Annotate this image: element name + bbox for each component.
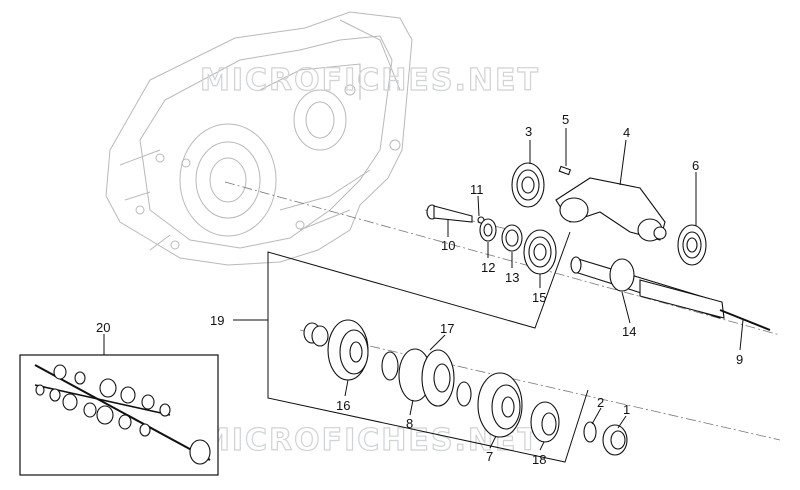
part-1-needle-bearing	[602, 424, 628, 456]
label-13: 13	[505, 270, 519, 285]
part-7-gear	[477, 372, 523, 438]
part-circlip-left	[381, 351, 399, 381]
leader-lines	[344, 128, 744, 451]
part-10-bolt	[426, 204, 473, 223]
label-3: 3	[525, 124, 532, 139]
label-14: 14	[622, 324, 636, 339]
label-11: 11	[470, 182, 484, 197]
inset-shaft-assembly	[34, 364, 211, 465]
part-12-washer	[479, 218, 497, 242]
label-12: 12	[481, 260, 495, 275]
label-16: 16	[336, 398, 350, 413]
part-18-gear	[530, 401, 560, 443]
axis-line-lower	[299, 329, 781, 441]
part-circlip-right	[456, 381, 472, 407]
group-19-frame	[267, 231, 589, 463]
label-6: 6	[692, 158, 699, 173]
part-3-ball-bearing	[511, 162, 545, 208]
label-10: 10	[441, 238, 455, 253]
watermark-bottom: MICROFICHES.NET	[200, 423, 540, 458]
part-2-circlip	[583, 421, 597, 443]
label-2: 2	[597, 395, 604, 410]
label-17: 17	[440, 321, 454, 336]
part-14-primary-shaft	[570, 256, 771, 331]
axis-line-upper	[224, 181, 781, 336]
label-4: 4	[623, 125, 630, 140]
label-1: 1	[623, 402, 630, 417]
part-5-pin	[558, 165, 572, 176]
part-labels: 1 2 3 4 5 6 7 8 9 10 11 12 13 14 15 16 1…	[96, 112, 743, 467]
part-16-gear	[327, 319, 369, 381]
inset-box-20	[19, 354, 219, 476]
part-13-needle-bearing	[501, 224, 523, 252]
label-9: 9	[736, 352, 743, 367]
part-4-selector-arm	[555, 177, 667, 242]
part-bushing	[303, 322, 329, 347]
label-5: 5	[562, 112, 569, 127]
crankcase-outline	[105, 11, 413, 266]
label-7: 7	[486, 449, 493, 464]
label-15: 15	[532, 290, 546, 305]
part-6-ball-bearing	[677, 224, 707, 266]
label-8: 8	[406, 416, 413, 431]
label-19: 19	[210, 313, 224, 328]
label-20: 20	[96, 320, 110, 335]
part-8-double-gear	[398, 348, 455, 407]
watermark-top: MICROFICHES.NET	[200, 63, 540, 98]
part-15-ball-bearing	[523, 229, 557, 275]
axis-line-bolt	[424, 209, 521, 233]
label-18: 18	[532, 452, 546, 467]
